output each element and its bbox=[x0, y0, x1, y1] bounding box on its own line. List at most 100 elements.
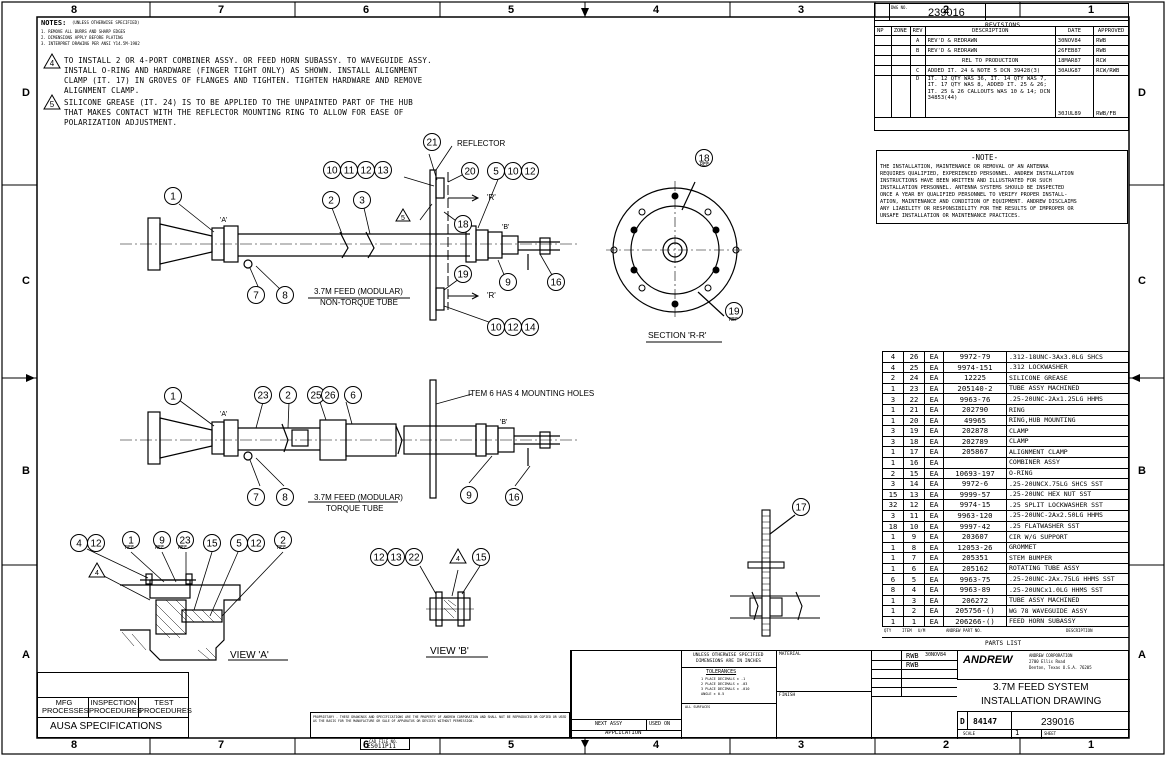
parts-col-um: U/M bbox=[918, 628, 926, 633]
part-item: 1 bbox=[903, 615, 925, 628]
rev-row-0-desc: REV'D & REDRAWN bbox=[924, 35, 1056, 46]
note-4-line-1: TO INSTALL 2 OR 4-PORT COMBINER ASSY. OR… bbox=[64, 56, 432, 65]
part-number: 205351 bbox=[943, 552, 1007, 564]
proprietary-text: PROPRIETARY - THESE DRAWINGS AND SPECIFI… bbox=[313, 715, 567, 724]
part-number: 202790 bbox=[943, 403, 1007, 416]
part-um: EA bbox=[924, 351, 944, 363]
part-number: 12225 bbox=[943, 372, 1007, 384]
item-balloon-26-circle bbox=[321, 386, 339, 404]
rev-row-2-appr: RCW bbox=[1093, 55, 1129, 66]
part-number: 205756-() bbox=[943, 605, 1007, 617]
rev-col-description: DESCRIPTION bbox=[924, 26, 1056, 36]
item-balloon-1-circle bbox=[122, 531, 140, 549]
note-5-line-3: POLARIZATION ADJUSTMENT. bbox=[64, 118, 178, 127]
item-balloon-1-circle bbox=[164, 187, 182, 205]
item-balloon-3: 3 bbox=[359, 196, 365, 207]
zone-top-7: 7 bbox=[218, 4, 225, 16]
reflector-label: REFLECTOR bbox=[457, 139, 506, 148]
item-balloon-2-circle bbox=[279, 386, 297, 404]
mfg-processes: MFG PROCESSES bbox=[42, 698, 89, 716]
company-address-1: 2700 Ellis Road bbox=[1029, 659, 1066, 664]
safety-note-line: ATION, MAINTENANCE AND CONDITION OF EQUI… bbox=[880, 199, 1077, 205]
item-balloon-15-circle bbox=[472, 548, 490, 566]
company-logo: ANDREW bbox=[963, 654, 1013, 666]
item-balloon-20: 20 bbox=[464, 167, 476, 178]
zone-bottom-5: 5 bbox=[508, 739, 515, 751]
part-item: 8 bbox=[903, 541, 925, 554]
item-balloon-1-circle bbox=[164, 387, 182, 405]
zone-top-5: 5 bbox=[508, 4, 515, 16]
rev-row-4-desc: IT. 12 QTY WAS 36, IT. 14 QTY WAS 7, IT.… bbox=[924, 75, 1056, 118]
item-balloon-1: 1 bbox=[170, 192, 176, 203]
part-number: 9972-6 bbox=[943, 478, 1007, 490]
part-um: EA bbox=[924, 382, 944, 395]
part-item: 5 bbox=[903, 573, 925, 586]
rev-col-approved: APPROVED bbox=[1093, 26, 1129, 36]
section-rr-ref-top: REF bbox=[700, 162, 710, 168]
item-balloon-18-circle bbox=[695, 149, 713, 167]
ausa-specifications: AUSA SPECIFICATIONS bbox=[50, 721, 163, 732]
part-number: 202789 bbox=[943, 435, 1007, 448]
item-balloon-2: 2 bbox=[285, 391, 291, 402]
next-assy-label: NEXT ASSY bbox=[595, 721, 623, 727]
section-rr-title: SECTION 'R-R' bbox=[648, 330, 707, 340]
part-item: 24 bbox=[903, 372, 925, 384]
zone-top-1: 1 bbox=[1088, 4, 1095, 16]
safety-note-line: UNSAFE INSTALLATION OR MAINTENANCE PRACT… bbox=[880, 213, 1021, 219]
part-qty: 1 bbox=[882, 562, 904, 575]
part-um: EA bbox=[924, 573, 944, 586]
view1-title-2: NON-TORQUE TUBE bbox=[320, 298, 398, 307]
part-number: 9963-75 bbox=[943, 573, 1007, 586]
item-balloon-9-circle bbox=[499, 273, 517, 291]
part-number: 203607 bbox=[943, 531, 1007, 543]
part-number: 9997-42 bbox=[943, 520, 1007, 533]
rev-row-2-date: 18MAR87 bbox=[1054, 55, 1095, 66]
item-balloon-9: 9 bbox=[466, 491, 472, 502]
part-item: 4 bbox=[903, 584, 925, 596]
part-um: EA bbox=[924, 520, 944, 533]
item-balloon-12: 12 bbox=[373, 553, 385, 564]
part-item: 20 bbox=[903, 414, 925, 427]
item-balloon-4: 4 bbox=[76, 539, 82, 550]
item-balloon-9-circle bbox=[460, 486, 478, 504]
item-balloon-16: 16 bbox=[508, 493, 520, 504]
tolerances-label: TOLERANCES bbox=[706, 669, 737, 675]
part-um: EA bbox=[924, 414, 944, 427]
rev-row-4-date: 30JUL89 bbox=[1054, 75, 1095, 118]
part-item: 2 bbox=[903, 605, 925, 617]
item-balloon-8-circle bbox=[276, 488, 294, 506]
item-balloon-17-circle bbox=[792, 498, 810, 516]
view2-title-1: 3.7M FEED (MODULAR) bbox=[314, 493, 403, 502]
view2-title-2: TORQUE TUBE bbox=[326, 504, 384, 513]
rev-col-zone: ZONE bbox=[890, 26, 911, 36]
part-qty: 1 bbox=[882, 541, 904, 554]
tolerance-line: 1 PLACE DECIMALS ± .1 bbox=[701, 677, 746, 681]
used-on-label: USED ON bbox=[649, 721, 671, 727]
item-balloon-12: 12 bbox=[507, 323, 519, 334]
part-description: STEM BUMPER bbox=[1006, 552, 1129, 564]
note-5-line-2: THAT MAKES CONTACT WITH THE REFLECTOR MO… bbox=[64, 108, 404, 117]
proprietary-notice: PROPRIETARY - THESE DRAWINGS AND SPECIFI… bbox=[310, 712, 570, 738]
rev-row-3-date: 30AUG87 bbox=[1054, 65, 1095, 76]
part-qty: 8 bbox=[882, 584, 904, 596]
part-description: SILICONE GREASE bbox=[1006, 372, 1129, 384]
note-4-flag: 4 bbox=[43, 53, 61, 69]
sheet-number: 1 bbox=[1015, 729, 1020, 737]
part-number: 202878 bbox=[943, 425, 1007, 437]
cad-file-number: ES011P11 bbox=[367, 743, 396, 750]
part-item: 18 bbox=[903, 435, 925, 448]
part-item: 9 bbox=[903, 531, 925, 543]
note-general-3: 3. INTERPRET DRAWING PER ANSI Y14.5M-198… bbox=[41, 41, 140, 46]
safety-note-line: INSTRUCTIONS HAVE BEEN WRITTEN AND ILLUS… bbox=[880, 178, 1052, 184]
all-surfaces-label: ALL SURFACES bbox=[685, 705, 711, 709]
item-balloon-19: 19 bbox=[728, 307, 740, 318]
part-number: 9963-76 bbox=[943, 393, 1007, 405]
